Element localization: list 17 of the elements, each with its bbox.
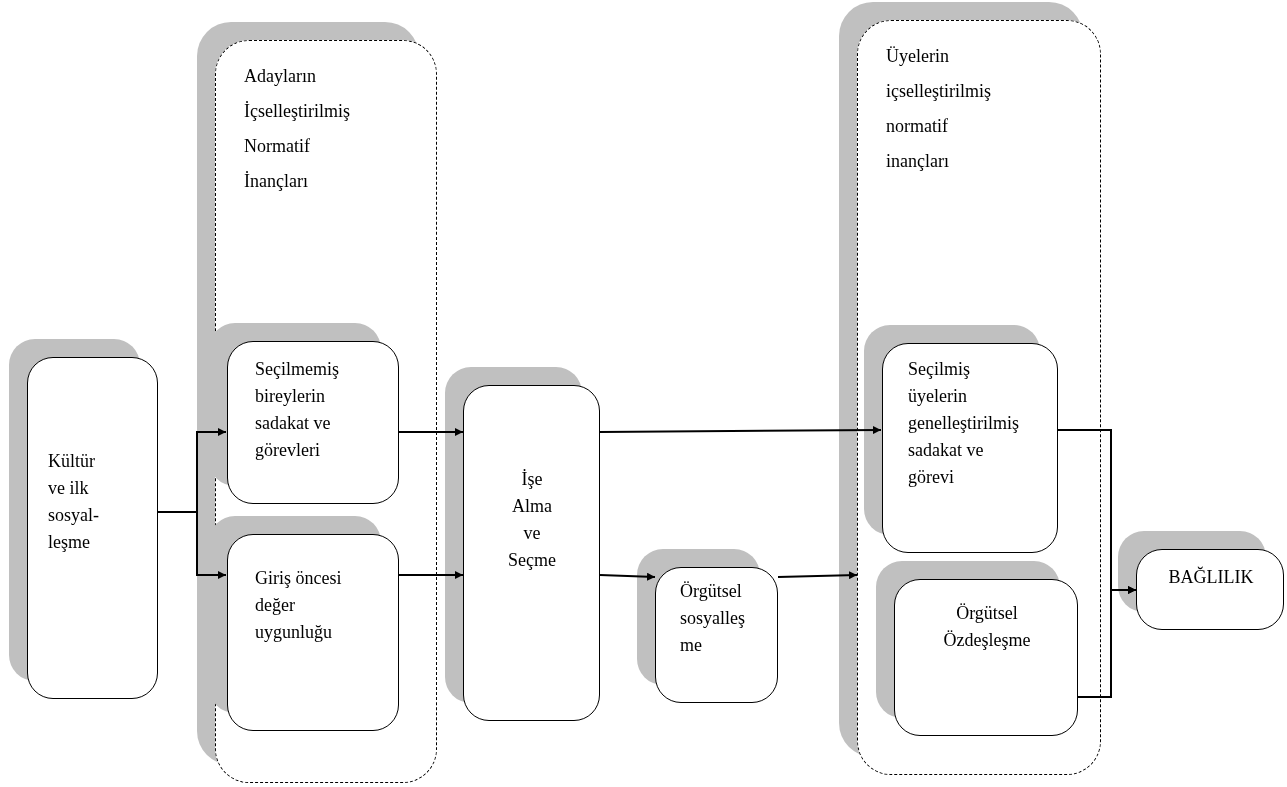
box-label: Seçilmiş üyelerin genelleştirilmiş sadakat ve görevi [908,358,1020,489]
box-label: Seçilmemiş bireylerin sadakat ve görevleri [255,358,340,462]
box-label: İşe Alma ve Seçme [507,468,557,572]
box-label: Kültür ve ilk sosyal- leşme [48,450,100,554]
arrow [599,426,882,435]
arrow [599,572,656,581]
box-label: Giriş öncesi değer uygunluğu [255,567,343,644]
box-label: Örgütsel sosyalleş me [680,580,746,657]
box-label: Örgütsel Özdeşleşme [942,602,1032,652]
arrow [157,511,227,579]
group-title: Üyelerin içselleştirilmiş normatif inançları [886,45,992,173]
arrow [397,428,464,436]
box-label: BAĞLILIK [1167,565,1255,589]
arrow [1076,586,1137,698]
arrow [777,571,858,580]
arrow [397,571,464,579]
group-title: Adayların İçselleştirilmiş Normatif İnançları [244,65,351,193]
